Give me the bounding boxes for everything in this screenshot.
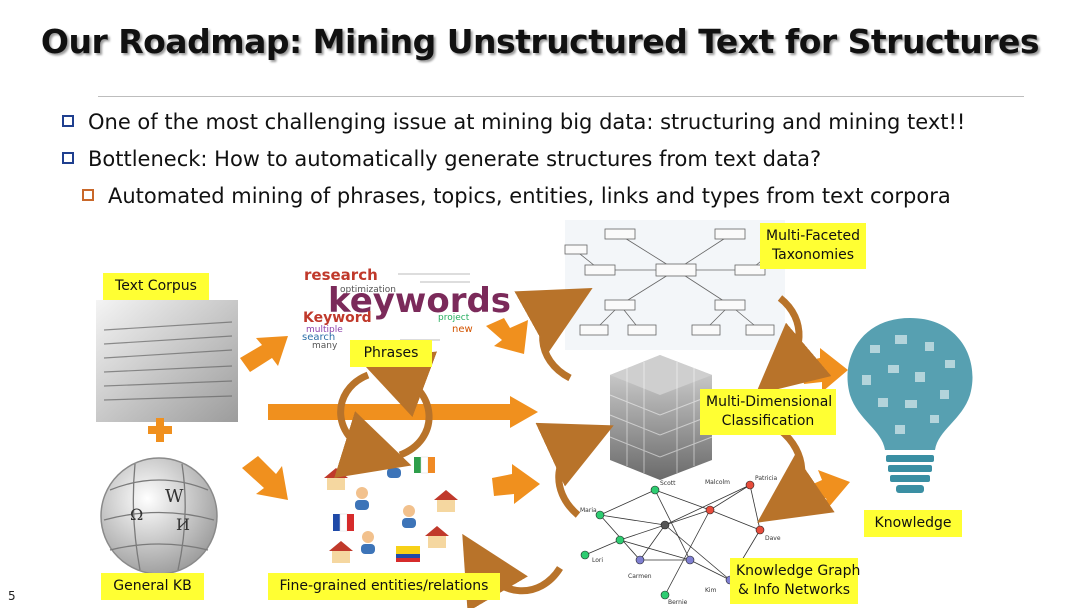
wordcloud-word: search bbox=[302, 332, 335, 343]
arrow-phrases-to-taxonomy bbox=[486, 318, 528, 354]
graph-node-name: Patricia bbox=[755, 475, 777, 482]
person-icon bbox=[361, 531, 375, 554]
arrow-to-knowledge-top bbox=[800, 348, 848, 392]
graph-node-name: Lori bbox=[592, 557, 603, 564]
graph-node-name: Carmen bbox=[628, 573, 652, 580]
curve-taxonomy-right bbox=[755, 295, 832, 395]
bullet-1-text: One of the most challenging issue at min… bbox=[88, 110, 966, 134]
curve-cube-right bbox=[757, 427, 835, 523]
wordcloud-word: research bbox=[304, 266, 378, 284]
wikipedia-globe-icon: W Ω И bbox=[100, 457, 218, 575]
label-knowledge-graph: Knowledge Graph& Info Networks bbox=[730, 558, 860, 604]
svg-text:W: W bbox=[165, 486, 184, 507]
wordcloud-word: project bbox=[438, 313, 470, 323]
house-icon bbox=[329, 541, 353, 563]
label-fine-grained: Fine-grained entities/relations bbox=[268, 573, 500, 600]
label-phrases: Phrases bbox=[350, 340, 432, 367]
wordcloud-word: many bbox=[312, 341, 338, 351]
sub-bullet-square-icon bbox=[82, 189, 94, 201]
graph-node-name: Bernie bbox=[668, 599, 688, 606]
wordcloud-word: Keyword bbox=[303, 310, 372, 326]
keywords-wordcloud: research optimization keywords Keyword m… bbox=[302, 266, 511, 351]
bullet-2-text: Bottleneck: How to automatically generat… bbox=[88, 147, 822, 171]
page-number: 5 bbox=[8, 589, 16, 603]
person-icon bbox=[387, 455, 401, 478]
flag-france-icon bbox=[333, 513, 354, 532]
arrow-entities-to-graph bbox=[492, 464, 540, 504]
arrow-kb-to-entities bbox=[242, 456, 288, 500]
svg-text:И: И bbox=[176, 515, 190, 534]
graph-node-name: Kim bbox=[705, 587, 717, 594]
curve-phrases-right bbox=[359, 351, 438, 459]
arrow-corpus-to-phrases bbox=[240, 336, 288, 372]
sub-bullet: Automated mining of phrases, topics, ent… bbox=[82, 184, 951, 208]
graph-node-name: Maria bbox=[580, 507, 597, 514]
house-icon bbox=[425, 526, 449, 548]
bullet-square-icon bbox=[62, 152, 74, 164]
wordcloud-main-word: keywords bbox=[328, 281, 511, 321]
data-cube-image bbox=[609, 355, 713, 480]
person-icon bbox=[402, 505, 416, 528]
flag-ireland-icon bbox=[414, 456, 435, 474]
flag-colombia-icon bbox=[396, 546, 420, 562]
bullet-2: Bottleneck: How to automatically generat… bbox=[62, 147, 821, 171]
graph-node-name: Malcolm bbox=[705, 479, 730, 486]
newspaper-image bbox=[96, 300, 238, 422]
label-general-kb: General KB bbox=[101, 573, 204, 600]
label-text-corpus: Text Corpus bbox=[103, 273, 209, 300]
person-icon bbox=[355, 487, 369, 510]
curve-taxonomy-left bbox=[514, 287, 593, 382]
plus-icon bbox=[148, 418, 172, 442]
house-icon bbox=[434, 490, 458, 512]
sub-bullet-text: Automated mining of phrases, topics, ent… bbox=[108, 184, 951, 208]
house-icon bbox=[324, 468, 348, 490]
bullet-square-icon bbox=[62, 115, 74, 127]
label-knowledge: Knowledge bbox=[864, 510, 962, 537]
knowledge-graph-image: Scott Malcolm Maria Patricia Dave Kim Lo… bbox=[580, 475, 781, 606]
bullet-1: One of the most challenging issue at min… bbox=[62, 110, 965, 134]
wordcloud-word: multiple bbox=[306, 325, 343, 335]
curve-phrases-left bbox=[334, 371, 412, 478]
arrow-to-knowledge-bottom bbox=[804, 470, 850, 508]
slide-title: Our Roadmap: Mining Unstructured Text fo… bbox=[40, 22, 1040, 61]
wordcloud-word: optimization bbox=[340, 285, 396, 295]
curve-cube-left bbox=[535, 422, 614, 518]
arrow-corpus-to-cube bbox=[268, 396, 538, 428]
lightbulb-icon bbox=[847, 318, 973, 493]
taxonomy-tree-image bbox=[564, 220, 788, 350]
graph-node-name: Scott bbox=[660, 480, 676, 487]
entities-cluster bbox=[324, 455, 458, 563]
wordcloud-word: new bbox=[452, 324, 473, 335]
graph-node-name: Dave bbox=[765, 535, 781, 542]
svg-text:Ω: Ω bbox=[130, 505, 143, 524]
title-divider bbox=[98, 96, 1024, 97]
